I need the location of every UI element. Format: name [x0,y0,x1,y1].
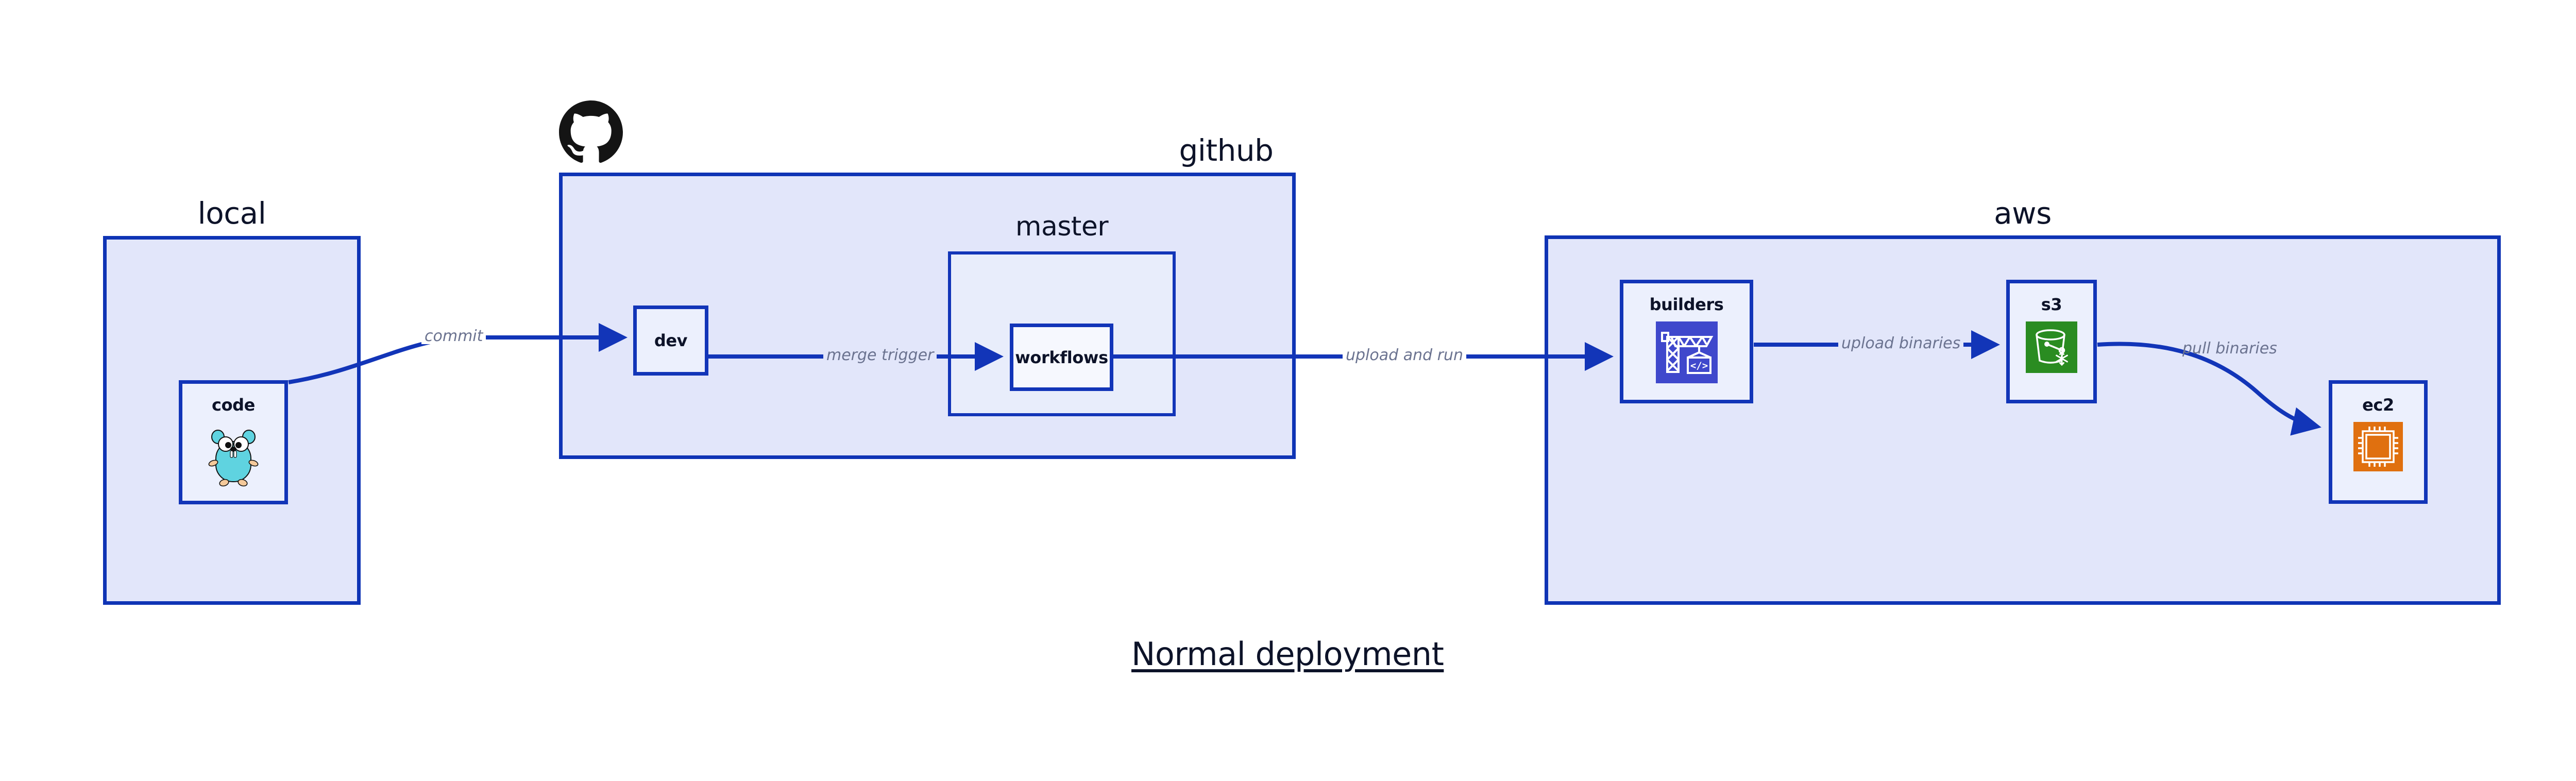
group-label-github: github [1179,133,1274,168]
edge-label-pull-binaries: pull binaries [2182,339,2277,358]
figure-title: Normal deployment [1131,635,1444,673]
node-code[interactable]: code [179,380,288,504]
go-gopher-icon [207,422,260,491]
node-label-code: code [212,395,255,415]
svg-text:</>: </> [1690,360,1707,371]
node-builders[interactable]: builders [1620,280,1753,403]
github-octocat-icon [559,100,623,166]
node-dev[interactable]: dev [633,305,708,376]
subgroup-label-master: master [1015,211,1109,242]
node-label-s3: s3 [2041,295,2062,314]
edge-label-commit: commit [421,329,486,344]
group-label-local: local [197,196,266,231]
edge-label-upload-and-run: upload and run [1343,348,1467,363]
node-label-ec2: ec2 [2362,395,2394,415]
node-label-dev: dev [654,331,688,350]
node-s3[interactable]: s3 [2006,280,2097,403]
cpu-chip-icon [2353,422,2403,473]
edge-label-upload-binaries: upload binaries [1838,336,1964,351]
node-workflows[interactable]: workflows [1010,324,1113,391]
group-label-aws: aws [1994,196,2052,231]
s3-bucket-icon [2026,321,2077,375]
crane-code-icon: </> [1655,321,1718,385]
node-ec2[interactable]: ec2 [2329,380,2428,504]
node-label-builders: builders [1649,295,1724,314]
edge-label-merge-trigger: merge trigger [823,348,937,363]
node-label-workflows: workflows [1015,347,1108,367]
